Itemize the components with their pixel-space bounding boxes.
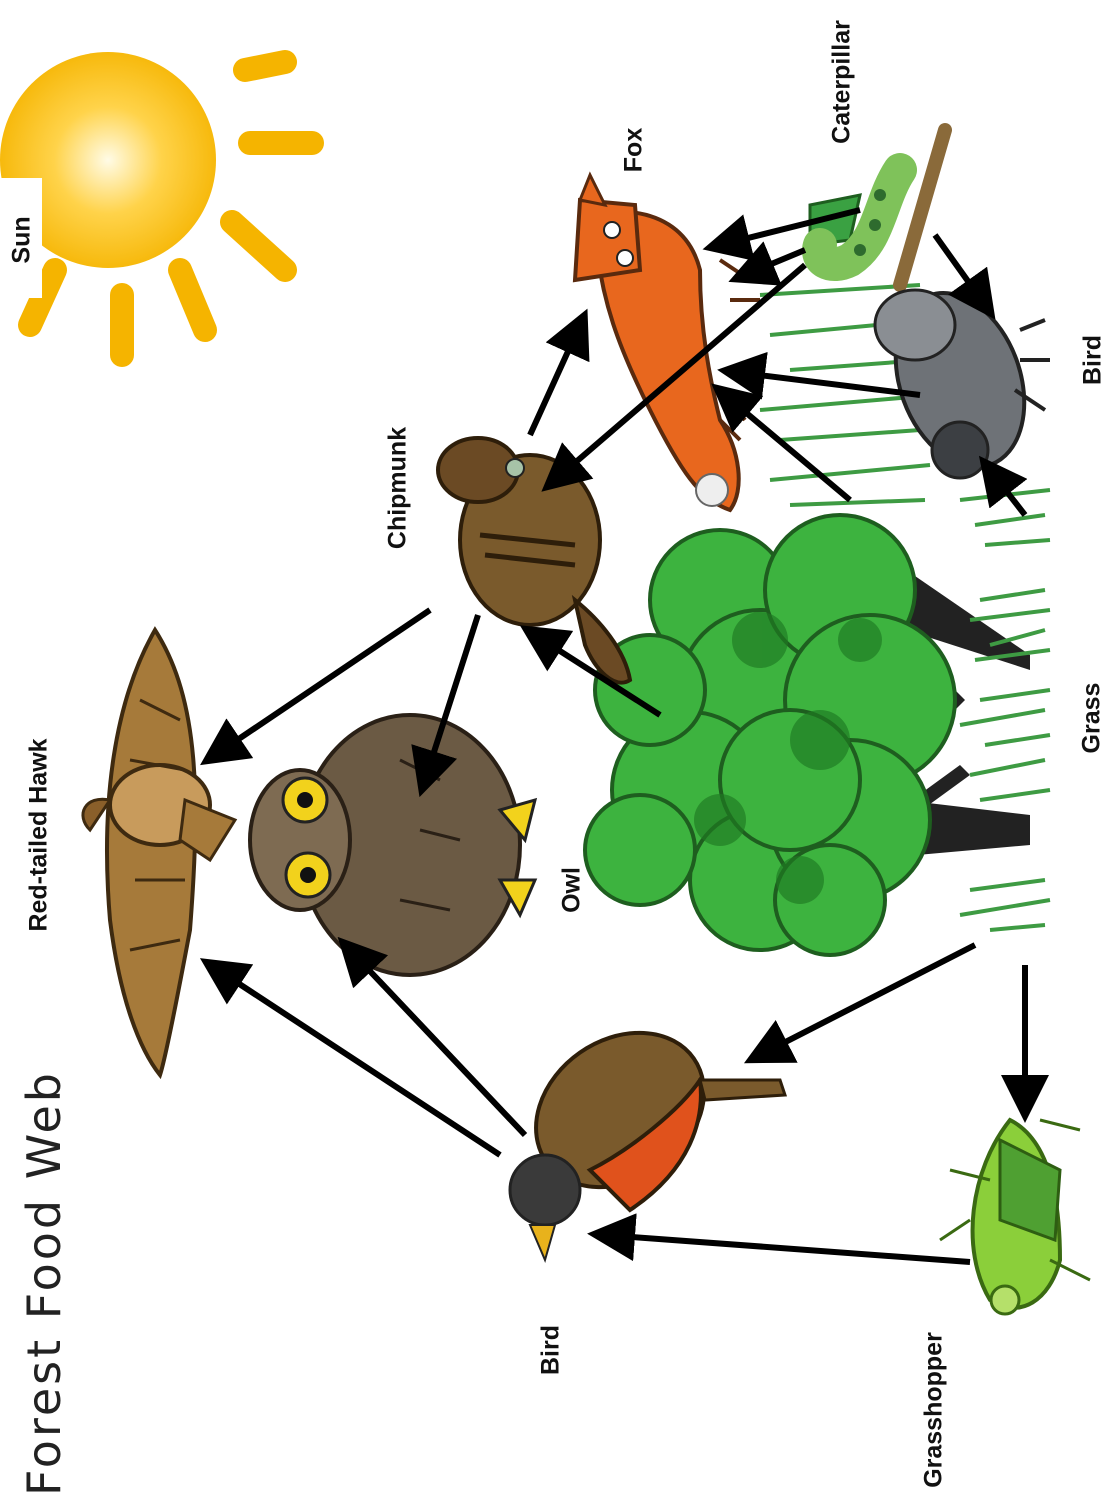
robin-illustration bbox=[506, 1001, 785, 1260]
label-fox: Fox bbox=[620, 128, 649, 172]
grey-bird-illustration bbox=[873, 275, 1050, 485]
label-bird-bottom: Bird bbox=[537, 1325, 566, 1375]
sun-illustration bbox=[0, 52, 312, 355]
label-grasshopper: Grasshopper bbox=[920, 1332, 949, 1488]
label-red-tailed-hawk: Red-tailed Hawk bbox=[25, 738, 54, 931]
arrow-bird-to-fox bbox=[735, 372, 920, 395]
grasshopper-illustration bbox=[940, 1120, 1090, 1314]
label-bird-top: Bird bbox=[1079, 335, 1108, 385]
arrow-grass-to-fox bbox=[725, 395, 850, 500]
arrow-chipmunk-to-fox bbox=[530, 325, 580, 435]
arrow-grasshopper-to-robin bbox=[605, 1235, 970, 1262]
arrow-grass-to-robin bbox=[760, 945, 975, 1055]
fox-illustration bbox=[575, 175, 760, 510]
caterpillar-illustration bbox=[810, 130, 945, 285]
label-chipmunk: Chipmunk bbox=[384, 427, 413, 549]
hawk-illustration bbox=[83, 630, 235, 1075]
tree-illustration bbox=[585, 515, 1030, 955]
label-grass: Grass bbox=[1078, 683, 1107, 754]
label-sun: Sun bbox=[8, 216, 37, 263]
label-caterpillar: Caterpillar bbox=[828, 20, 857, 144]
arrow-robin-to-owl bbox=[350, 950, 525, 1135]
label-owl: Owl bbox=[558, 867, 587, 913]
diagram-title: Forest Food Web bbox=[17, 1070, 71, 1496]
owl-illustration bbox=[250, 715, 535, 975]
